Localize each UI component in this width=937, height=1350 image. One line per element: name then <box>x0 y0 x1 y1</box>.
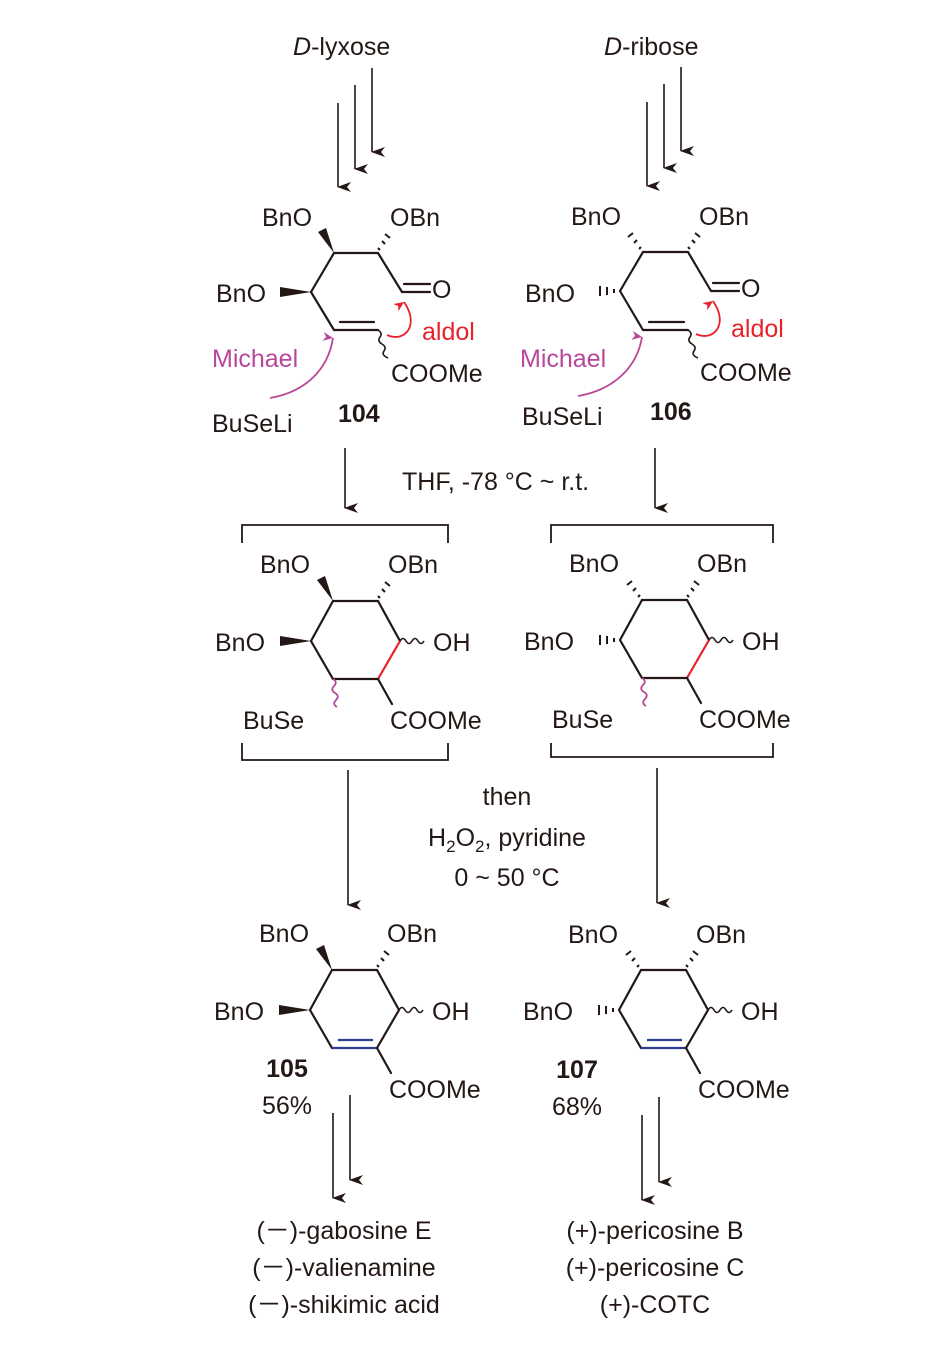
wavy-bond <box>398 1006 424 1014</box>
target-item: (－)-gabosine E <box>256 1217 431 1245</box>
target-item: (+)-COTC <box>600 1291 710 1319</box>
compound-106: O BnO OBn BnO COOMe aldol Michael BuSeLi… <box>520 203 792 431</box>
svg-text:0 ~ 50 °C: 0 ~ 50 °C <box>454 864 559 892</box>
intermediate-right: BnO OBn BnO OH BuSe COOMe <box>524 524 791 758</box>
obn-top: OBn <box>697 550 747 578</box>
aldol-arrow <box>386 301 412 338</box>
bracket-top <box>241 524 449 543</box>
buseli-right: BuSeLi <box>522 403 603 431</box>
bno-top: BnO <box>260 551 310 579</box>
bno-top: BnO <box>568 921 618 949</box>
bno-left: BnO <box>214 998 264 1026</box>
target-item: (+)-pericosine C <box>566 1254 745 1282</box>
targets-right: (+)-pericosine B (+)-pericosine C (+)-CO… <box>566 1217 745 1319</box>
wavy-bond <box>707 1006 733 1014</box>
purple-wavy-bond <box>640 677 648 707</box>
compound-label-105: 105 <box>266 1055 308 1083</box>
hash-bond <box>625 950 640 968</box>
bno-left: BnO <box>216 280 266 308</box>
coome: COOMe <box>389 1076 481 1104</box>
buseli-left: BuSeLi <box>212 410 293 438</box>
multi-step-arrow-left <box>332 1095 363 1203</box>
obn-top: OBn <box>699 203 749 231</box>
aldol-label: aldol <box>422 318 475 346</box>
hash-bond <box>626 580 641 598</box>
coome: COOMe <box>391 360 483 388</box>
svg-text:then: then <box>483 783 532 811</box>
compound-label-106: 106 <box>650 398 692 426</box>
bno-top: BnO <box>262 204 312 232</box>
oh: OH <box>432 998 470 1026</box>
multi-step-arrow-right <box>641 1097 672 1205</box>
compound-105: BnO OBn BnO OH COOMe 105 56% <box>214 920 481 1120</box>
yield-107: 68% <box>552 1093 602 1121</box>
buse: BuSe <box>243 707 304 735</box>
compound-label-104: 104 <box>338 400 380 428</box>
compound-label-107: 107 <box>556 1056 598 1084</box>
multi-step-arrow-right <box>646 67 694 191</box>
conditions-step2: then H2O2, pyridine 0 ~ 50 °C <box>428 783 586 892</box>
bno-left: BnO <box>525 280 575 308</box>
hash-bond <box>686 580 700 598</box>
buse: BuSe <box>552 706 613 734</box>
carbonyl-o: O <box>432 276 451 304</box>
start-left-label: D-lyxose <box>293 33 390 61</box>
obn-top: OBn <box>387 920 437 948</box>
oh: OH <box>433 629 471 657</box>
svg-text:H2O2, pyridine: H2O2, pyridine <box>428 824 586 856</box>
obn-top: OBn <box>388 551 438 579</box>
carbonyl-o: O <box>741 275 760 303</box>
conditions-step1: THF, -78 °C ~ r.t. <box>402 468 589 496</box>
michael-arrow <box>577 330 643 397</box>
wavy-bond <box>708 636 734 644</box>
michael-arrow <box>269 332 334 399</box>
hash-bond <box>599 286 615 296</box>
target-item: (+)-pericosine B <box>566 1217 743 1245</box>
michael-label: Michael <box>520 345 606 373</box>
wavy-bond <box>377 329 389 359</box>
bno-left: BnO <box>523 998 573 1026</box>
wedge-bond <box>318 228 334 253</box>
hash-bond <box>377 233 391 251</box>
hash-bond <box>599 635 615 645</box>
compound-104: O BnO OBn BnO COOMe aldol Michael BuSeLi… <box>212 204 483 438</box>
target-item: (－)-shikimic acid <box>248 1291 440 1319</box>
wedge-bond <box>280 287 311 297</box>
coome: COOMe <box>700 359 792 387</box>
compound-107: BnO OBn BnO OH COOMe 107 68% <box>523 921 790 1121</box>
aldol-arrow <box>695 300 721 337</box>
michael-label: Michael <box>212 345 298 373</box>
target-item: (－)-valienamine <box>252 1254 435 1282</box>
hash-bond <box>376 950 390 968</box>
bracket-bottom <box>241 743 449 761</box>
bracket-top <box>550 524 774 543</box>
hash-bond <box>685 950 699 968</box>
aldol-label: aldol <box>731 315 784 343</box>
bno-top: BnO <box>259 920 309 948</box>
obn-top: OBn <box>390 204 440 232</box>
bno-top: BnO <box>571 203 621 231</box>
multi-step-arrow-left <box>337 68 385 192</box>
bracket-bottom <box>550 743 774 758</box>
bno-left: BnO <box>524 628 574 656</box>
purple-wavy-bond <box>331 678 339 708</box>
start-right-label: D-ribose <box>604 33 698 61</box>
wavy-bond <box>399 637 425 645</box>
coome: COOMe <box>390 707 482 735</box>
hash-bond <box>598 1005 614 1015</box>
coome: COOMe <box>699 706 791 734</box>
oh: OH <box>742 628 780 656</box>
obn-top: OBn <box>696 921 746 949</box>
bno-top: BnO <box>569 550 619 578</box>
yield-105: 56% <box>262 1092 312 1120</box>
hash-bond <box>627 232 642 250</box>
intermediate-left: BnO OBn BnO OH BuSe COOMe <box>215 524 482 761</box>
oh: OH <box>741 998 779 1026</box>
hash-bond <box>687 232 701 250</box>
hash-bond <box>377 581 391 599</box>
coome: COOMe <box>698 1076 790 1104</box>
bno-left: BnO <box>215 629 265 657</box>
wavy-bond <box>687 329 699 359</box>
targets-left: (－)-gabosine E (－)-valienamine (－)-shiki… <box>248 1217 440 1319</box>
